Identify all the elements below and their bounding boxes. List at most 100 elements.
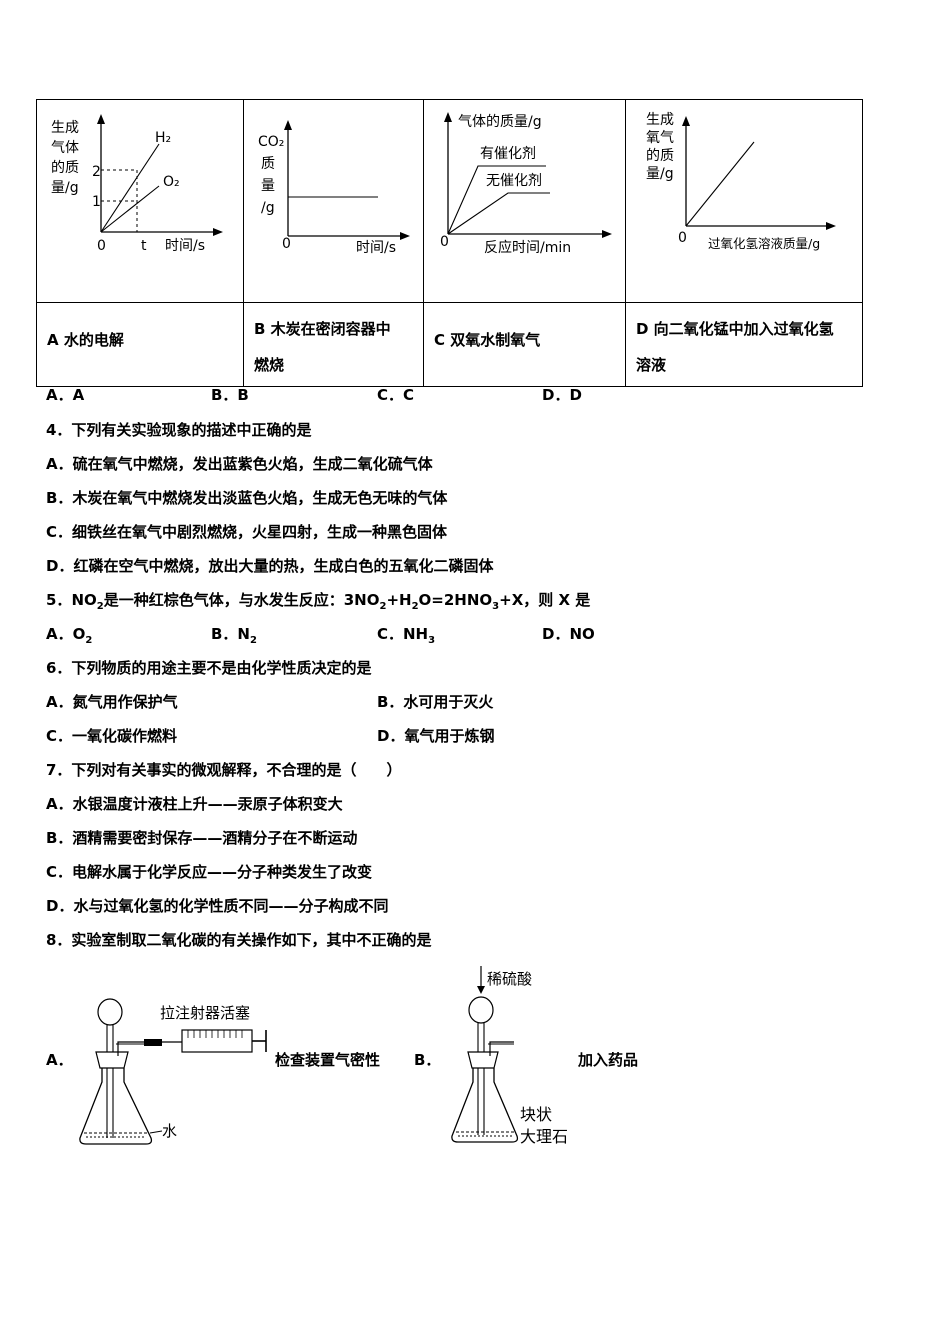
acid-arrow-head [477, 986, 485, 994]
q5-stem-num: 5． [46, 591, 72, 609]
q3-option-c: C．C [377, 386, 415, 404]
graph-cell-b: CO₂ 质 量 /g 0 时间/s [243, 99, 424, 303]
q5-sub-3: 3 [492, 601, 500, 612]
graph-c-origin: 0 [440, 234, 449, 250]
caption-d: D 向二氧化锰中加入过氧化氢 溶液 [626, 303, 862, 383]
q5-option-b: B．N2 [211, 624, 257, 651]
q5-option-d: D．NO [542, 624, 595, 644]
q5-option-d-label: D．NO [542, 625, 595, 643]
graph-c-line-no-catalyst [447, 192, 550, 235]
q5-option-c-label: C．NH [377, 625, 429, 643]
graph-c-y-arrow [444, 112, 452, 122]
graph-d-origin: 0 [678, 230, 687, 246]
q7-option-a: A．水银温度计液柱上升——汞原子体积变大 [46, 795, 343, 813]
graph-a-ylabel-2: 气体 [51, 140, 79, 156]
graph-d-y-arrow [682, 116, 690, 126]
graph-a-y-arrow [97, 114, 105, 124]
q5-stem-part-b: 是一种红棕色气体，与水发生反应：3NO [103, 591, 380, 609]
graph-c-line-catalyst [447, 165, 546, 235]
q5-stem: 5．NO2是一种红棕色气体，与水发生反应：3NO2+H2O=2HNO3+X，则 … [46, 590, 590, 617]
q5-option-c-sub: 3 [428, 635, 436, 646]
q5-sub-2b: 2 [379, 601, 387, 612]
rubber-stopper-b [467, 1051, 499, 1069]
q4-option-b: B．木炭在氧气中燃烧发出淡蓝色火焰，生成无色无味的气体 [46, 489, 448, 507]
graph-b-ylabel-3: 量 [261, 178, 275, 194]
thistle-funnel-bulb-b [468, 996, 494, 1024]
graph-b-x-arrow [400, 232, 410, 240]
q5-option-b-sub: 2 [250, 635, 257, 646]
q5-option-b-label: B．N [211, 625, 250, 643]
graph-d-mno2: 生成 氧气 的质 量/g 0 过氧化氢溶液质量/g [646, 112, 836, 251]
q6-option-b: B．水可用于灭火 [377, 693, 494, 711]
caption-b-line-1: B 木炭在密闭容器中 [254, 320, 391, 338]
q6-option-d: D．氧气用于炼钢 [377, 727, 495, 745]
thistle-funnel-bulb [97, 998, 123, 1026]
q5-sub-2a: 2 [96, 601, 104, 612]
caption-cell-a: A 水的电解 [36, 302, 244, 387]
q5-option-c: C．NH3 [377, 624, 435, 651]
graph-d-xlabel: 过氧化氢溶液质量/g [708, 236, 820, 251]
graph-cell-c: 气体的质量/g 有催化剂 无催化剂 0 反应时间/min [423, 99, 626, 303]
q5-stem-part-e: +X，则 X 是 [499, 591, 591, 609]
graph-a-series-h2: H₂ [155, 130, 171, 146]
q3-option-a: A．A [46, 386, 85, 404]
graph-table: 生成 气体 的质 量/g 2 1 0 t 时间/s H₂ O₂ [36, 99, 863, 387]
caption-b: B 木炭在密闭容器中 燃烧 [244, 303, 423, 383]
graph-d-x-arrow [826, 222, 836, 230]
graph-b-origin: 0 [282, 236, 291, 252]
solid-label-2: 大理石 [520, 1127, 568, 1146]
graph-a-line-h2 [100, 143, 160, 233]
water-pointer [149, 1130, 163, 1134]
caption-cell-b: B 木炭在密闭容器中 燃烧 [243, 302, 424, 387]
graph-d-ylabel-2: 氧气 [646, 130, 674, 146]
graph-b-ylabel-2: 质 [261, 156, 275, 172]
graph-a-ylabel-1: 生成 [51, 120, 79, 136]
q5-option-a: A．O2 [46, 624, 92, 651]
q8-option-b-caption: 加入药品 [578, 1051, 639, 1069]
graph-c-xlabel: 反应时间/min [484, 239, 571, 256]
q7-option-b: B．酒精需要密封保存——酒精分子在不断运动 [46, 829, 358, 847]
graph-a-xtick-t: t [141, 238, 147, 254]
apparatus-a-airtightness: 水 拉注射器活塞 [79, 998, 267, 1145]
graph-cell-d: 生成 氧气 的质 量/g 0 过氧化氢溶液质量/g [625, 99, 863, 303]
graph-b-charcoal: CO₂ 质 量 /g 0 时间/s [258, 120, 410, 256]
water-label: 水 [162, 1122, 177, 1140]
graph-a-ylabel-4: 量/g [51, 180, 79, 196]
graph-a-series-o2: O₂ [163, 174, 180, 190]
graph-b-ylabel-4: /g [261, 200, 275, 216]
acid-label: 稀硫酸 [487, 970, 532, 988]
syringe-barrel [181, 1029, 253, 1053]
q5-option-a-label: A．O [46, 625, 86, 643]
graph-d-ylabel-4: 量/g [646, 166, 674, 182]
q3-option-b: B．B [211, 386, 249, 404]
q5-stem-part-d: O=2HNO [418, 591, 493, 609]
q5-stem-part-c: +H [386, 591, 412, 609]
graph-d-ylabel-1: 生成 [646, 112, 674, 128]
graph-a-electrolysis: 生成 气体 的质 量/g 2 1 0 t 时间/s H₂ O₂ [51, 114, 223, 254]
q8-stem: 8．实验室制取二氧化碳的有关操作如下，其中不正确的是 [46, 931, 432, 949]
graph-cell-a: 生成 气体 的质 量/g 2 1 0 t 时间/s H₂ O₂ [36, 99, 244, 303]
q7-stem: 7．下列对有关事实的微观解释，不合理的是（ ） [46, 761, 402, 779]
graph-b-y-arrow [284, 120, 292, 130]
graph-c-series-catalyst: 有催化剂 [480, 146, 536, 162]
q4-option-d: D．红磷在空气中燃烧，放出大量的热，生成白色的五氧化二磷固体 [46, 557, 494, 575]
caption-c: C 双氧水制氧气 [434, 331, 541, 349]
q4-option-c: C．细铁丝在氧气中剧烈燃烧，火星四射，生成一种黑色固体 [46, 523, 448, 541]
rubber-tube [144, 1039, 162, 1046]
syringe-label: 拉注射器活塞 [160, 1004, 250, 1022]
graph-c-series-no-catalyst: 无催化剂 [486, 173, 542, 189]
q4-stem: 4．下列有关实验现象的描述中正确的是 [46, 421, 312, 439]
q8-option-a-label: A． [46, 1051, 73, 1069]
graph-a-line-o2 [100, 185, 160, 233]
q6-option-a: A．氮气用作保护气 [46, 693, 178, 711]
graph-b-xlabel: 时间/s [356, 240, 396, 256]
graph-c-x-arrow [602, 230, 612, 238]
q3-option-d: D．D [542, 386, 582, 404]
graph-d-line-o2 [685, 141, 755, 227]
q6-option-c: C．一氧化碳作燃料 [46, 727, 178, 745]
conical-flask [79, 1068, 153, 1145]
q7-option-d: D．水与过氧化氢的化学性质不同——分子构成不同 [46, 897, 389, 915]
graph-a-x-arrow [213, 228, 223, 236]
graph-a-ytick-1: 1 [92, 194, 101, 210]
q5-stem-part-a: NO [71, 591, 97, 609]
